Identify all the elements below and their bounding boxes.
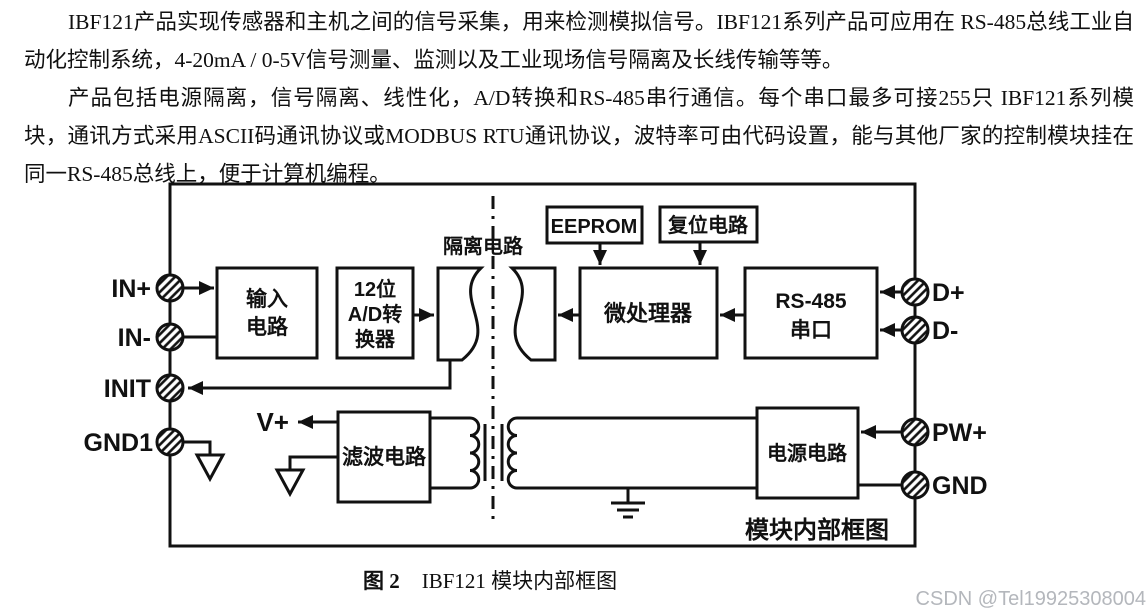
terminal-gnd-label: GND: [932, 472, 988, 500]
block-input-label: 输入: [246, 287, 288, 311]
body-text: IBF121产品实现传感器和主机之间的信号采集，用来检测模拟信号。IBF121系…: [0, 1, 1148, 193]
terminal-in-minus: IN-: [118, 322, 185, 352]
isolation-circuit-label: 隔离电路: [443, 234, 524, 258]
terminal-gnd1: GND1: [84, 427, 185, 457]
terminal-gnd: GND: [900, 470, 988, 500]
block-eeprom-label: EEPROM: [551, 216, 638, 238]
block-rs485-label: RS-485: [775, 290, 847, 313]
watermark-text: CSDN @Tel19925308004: [915, 588, 1146, 610]
block-adc-label: 12位: [354, 277, 396, 301]
block-filter-label: 滤波电路: [342, 445, 427, 469]
block-mcu-label: 微处理器: [603, 301, 693, 326]
isolation-coupler-right: [508, 266, 557, 362]
terminal-d-plus: D+: [900, 277, 965, 307]
block-input-label: 电路: [246, 315, 289, 339]
module-border: [168, 182, 917, 548]
paragraph-2: 产品包括电源隔离，信号隔离、线性化，A/D转换和RS-485串行通信。每个串口最…: [24, 86, 1134, 186]
terminal-init-label: INIT: [104, 375, 151, 403]
block-eeprom: EEPROM: [545, 205, 644, 245]
block-filter-circuit: 滤波电路: [336, 410, 432, 504]
terminal-d-minus-label: D-: [932, 317, 958, 345]
wiring-lines: [183, 242, 901, 490]
earth-ground-symbol: [611, 488, 645, 519]
block-diagram: 输入 电路 12位 A/D转 换器 EEPROM 复位电路 微处理器 RS-48…: [84, 182, 988, 548]
block-microprocessor: 微处理器: [578, 266, 719, 360]
signal-ground-symbol-filter: [274, 468, 306, 498]
block-adc-label: A/D转: [348, 302, 402, 326]
block-reset-label: 复位电路: [667, 213, 749, 237]
diagram-inner-title: 模块内部框图: [745, 516, 889, 544]
figure-title: IBF121 模块内部框图: [421, 569, 618, 593]
terminal-init: INIT: [104, 373, 185, 403]
terminal-in-minus-label: IN-: [118, 324, 151, 352]
block-reset-circuit: 复位电路: [658, 205, 759, 244]
terminal-d-plus-label: D+: [932, 279, 965, 307]
paragraph-1: IBF121产品实现传感器和主机之间的信号采集，用来检测模拟信号。IBF121系…: [24, 10, 1134, 72]
terminal-in-plus: IN+: [111, 273, 185, 303]
transformer-right-coil: [506, 416, 518, 490]
isolation-coupler-left: [436, 266, 485, 362]
block-input-circuit: 输入 电路: [215, 266, 319, 360]
block-rs485-port: RS-485 串口: [743, 266, 879, 360]
figure-number: 图 2: [363, 569, 400, 593]
figure-caption: 图 2 IBF121 模块内部框图: [363, 565, 617, 595]
terminal-pw-plus: PW+: [900, 417, 987, 447]
terminal-in-plus-label: IN+: [111, 275, 151, 303]
v-plus-label: V+: [256, 407, 289, 437]
transformer-symbol: [469, 416, 518, 490]
block-power-circuit: 电源电路: [755, 406, 860, 500]
transformer-left-coil: [469, 416, 481, 490]
block-adc: 12位 A/D转 换器: [335, 266, 415, 360]
block-adc-label: 换器: [355, 327, 396, 351]
block-power-label: 电源电路: [767, 441, 848, 465]
terminal-d-minus: D-: [900, 315, 958, 345]
signal-ground-symbol-gnd1: [194, 453, 226, 483]
block-rs485-label: 串口: [790, 318, 832, 342]
terminal-pw-plus-label: PW+: [932, 419, 987, 447]
terminal-gnd1-label: GND1: [84, 429, 154, 457]
